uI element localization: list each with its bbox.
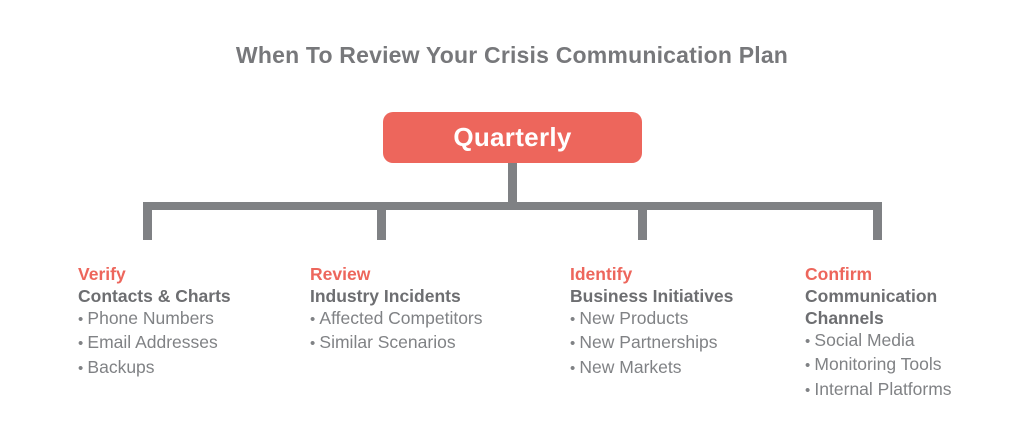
branch-category-label: Contacts & Charts: [78, 286, 231, 306]
branch-action-label: Confirm: [805, 264, 873, 284]
branch-category-label: Industry Incidents: [310, 286, 461, 306]
branch-action-label: Review: [310, 264, 371, 284]
bullet-item: Backups: [78, 356, 298, 380]
branch-review: Review Industry Incidents Affected Compe…: [310, 263, 530, 356]
branch-category-label: Business Initiatives: [570, 286, 734, 306]
branch-item-list: Affected Competitors Similar Scenarios: [310, 307, 530, 356]
bullet-item: Internal Platforms: [805, 378, 977, 402]
bullet-item: New Partnerships: [570, 331, 790, 355]
connector-drop-review: [377, 210, 386, 240]
branch-action-label: Verify: [78, 264, 126, 284]
bullet-item: Monitoring Tools: [805, 353, 977, 377]
connector-drop-confirm: [873, 210, 882, 240]
page-title: When To Review Your Crisis Communication…: [235, 42, 789, 68]
branch-item-list: Phone Numbers Email Addresses Backups: [78, 307, 298, 380]
quarterly-node: Quarterly: [383, 112, 642, 163]
bullet-item: Phone Numbers: [78, 307, 298, 331]
bullet-item: Social Media: [805, 329, 977, 353]
quarterly-node-label: Quarterly: [453, 122, 572, 152]
connector-drop-identify: [638, 210, 647, 240]
branch-identify: Identify Business Initiatives New Produc…: [570, 263, 790, 380]
connector-stem: [508, 163, 517, 202]
branch-action-label: Identify: [570, 264, 633, 284]
branch-item-list: New Products New Partnerships New Market…: [570, 307, 790, 380]
bullet-item: New Products: [570, 307, 790, 331]
bullet-item: Email Addresses: [78, 331, 298, 355]
branch-verify: Verify Contacts & Charts Phone Numbers E…: [78, 263, 298, 380]
bullet-item: Similar Scenarios: [310, 331, 530, 355]
branch-confirm: Confirm Communication Channels Social Me…: [805, 263, 977, 402]
branch-item-list: Social Media Monitoring Tools Internal P…: [805, 329, 977, 402]
connector-drop-verify: [143, 210, 152, 240]
branch-category-label: Communication Channels: [805, 286, 938, 328]
connector-horizontal-bar: [143, 202, 882, 210]
bullet-item: New Markets: [570, 356, 790, 380]
bullet-item: Affected Competitors: [310, 307, 530, 331]
